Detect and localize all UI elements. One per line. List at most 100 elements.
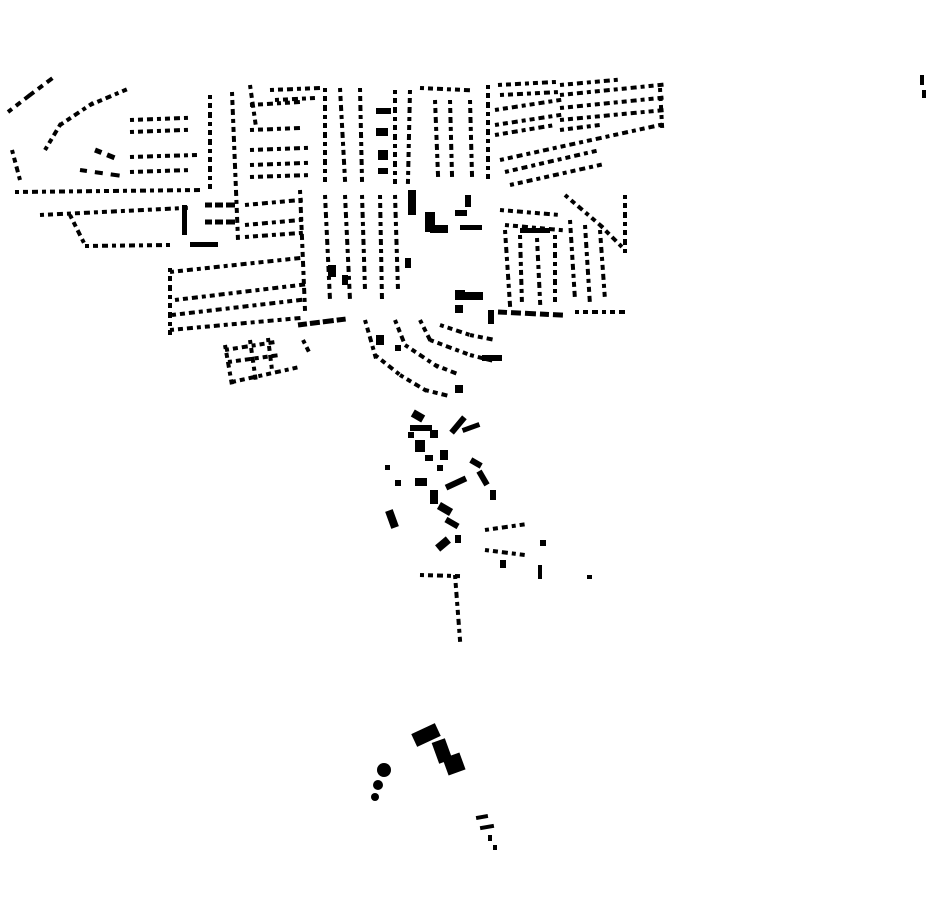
building [164,128,171,133]
building [398,373,405,379]
building [14,189,20,194]
building [427,86,434,91]
building [505,82,512,87]
building [455,328,463,335]
building [249,147,255,152]
building [234,199,239,204]
building [173,153,181,158]
building [257,102,264,107]
building [288,231,296,236]
building [183,153,189,158]
building [432,390,439,396]
building [454,87,461,92]
building [433,107,438,114]
building [519,552,525,557]
building [525,151,531,157]
building [425,455,433,461]
building [263,286,269,292]
building [251,111,257,116]
building [535,254,541,262]
building [519,522,525,528]
building [543,90,551,95]
building [595,135,603,142]
building [358,122,363,129]
building [346,265,351,273]
building [345,248,350,254]
building [303,173,309,178]
building [341,158,347,165]
building [156,168,162,174]
building [576,125,584,130]
building [536,264,541,270]
building [250,260,255,266]
building [119,243,126,248]
building [553,90,559,95]
building [266,147,274,152]
building [547,158,555,165]
building [519,288,524,294]
building [325,248,330,254]
building [266,337,271,343]
building [233,305,239,310]
building [361,229,366,236]
building [429,338,435,344]
building [22,189,29,194]
building [587,575,592,579]
building [245,288,252,294]
building [235,358,242,363]
building [149,188,155,193]
building [504,246,509,254]
building [303,160,309,166]
building [450,369,458,376]
building [520,228,550,233]
building [543,211,550,217]
building [257,162,264,167]
building [453,582,458,589]
building [379,283,384,290]
building [405,258,411,268]
building [226,219,235,225]
building [302,297,307,302]
building [576,103,584,109]
building [233,172,238,178]
building [164,116,171,121]
building [174,297,180,302]
building [271,353,278,359]
building [588,164,594,170]
building [288,218,295,224]
building [559,117,565,122]
building [599,256,605,262]
building [92,243,99,248]
building [433,99,438,105]
building [512,167,519,173]
building [323,202,328,209]
building [570,263,576,271]
building [395,283,400,290]
building [249,102,255,107]
building [640,109,645,115]
building [576,80,584,86]
building [558,227,563,233]
building [596,162,603,168]
building [343,194,348,200]
building [299,224,304,231]
building [530,163,536,168]
building [45,76,54,85]
building [578,166,586,172]
building [640,84,645,89]
building-round [373,780,383,790]
building [521,118,526,123]
building [323,123,327,128]
building [323,159,327,165]
building [586,278,591,284]
building [408,432,414,438]
building [76,189,83,194]
building [639,126,646,132]
building [501,524,509,530]
building [301,270,306,276]
building [613,77,618,83]
building [296,86,302,91]
building [551,79,557,85]
building [415,478,427,486]
